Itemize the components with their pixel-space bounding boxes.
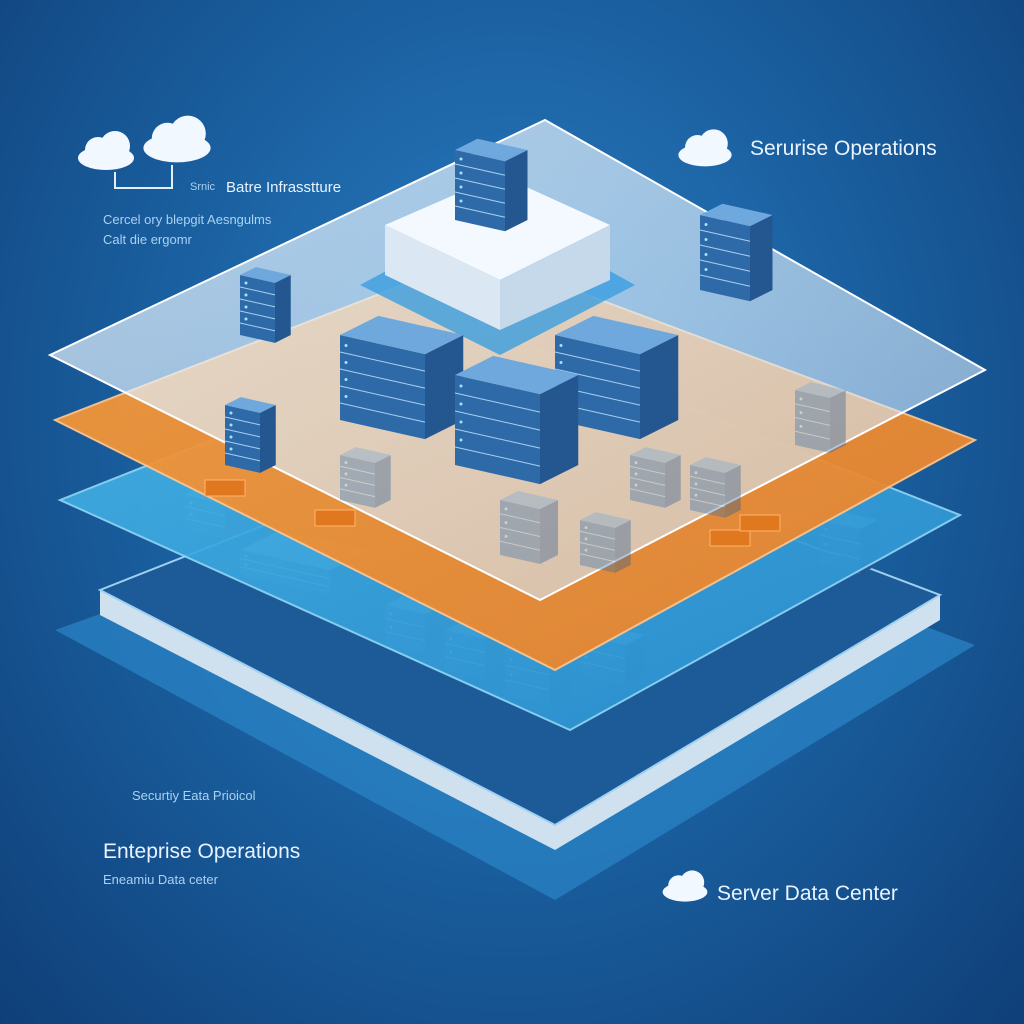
server-rack-icon	[629, 447, 681, 508]
device-icon	[204, 479, 246, 497]
bottom-left-caption: Securtiy Eata Prioicol	[132, 788, 256, 803]
server-rack-icon	[699, 203, 773, 302]
top-right-title: Serurise Operations	[750, 137, 937, 160]
cloud-icon	[662, 870, 708, 902]
bottom-left-sub: Eneamiu Data ceter	[103, 872, 218, 887]
server-rack-icon	[339, 447, 391, 508]
base-platform-side	[100, 590, 940, 850]
server-rack-icon	[579, 512, 631, 573]
server-rack-icon	[239, 267, 291, 343]
bottom-left-title: Enteprise Operations	[103, 840, 301, 863]
cloud-icon	[143, 115, 211, 163]
server-rack-icon	[689, 457, 741, 518]
top-left-title: Batre Infrasstture	[226, 179, 342, 196]
server-rack-icon	[454, 138, 528, 232]
bottom-right-title: Server Data Center	[717, 882, 898, 905]
top-left-line1: Cercel ory blepgit Aesngulms	[103, 212, 272, 227]
connector-line	[114, 165, 173, 189]
server-rack-icon	[794, 382, 846, 453]
server-rack-icon	[454, 355, 579, 485]
device-icon	[739, 514, 781, 532]
device-icon	[314, 509, 356, 527]
device-icon	[709, 529, 751, 547]
server-rack-icon	[339, 315, 464, 440]
top-left-line2: Calt die ergomr	[103, 232, 192, 247]
server-rack-icon	[224, 397, 276, 473]
cloud-icon	[678, 129, 732, 167]
server-rack-icon	[499, 491, 558, 564]
top-left-prefix: Srnic	[190, 181, 216, 193]
cloud-icon	[78, 131, 134, 170]
